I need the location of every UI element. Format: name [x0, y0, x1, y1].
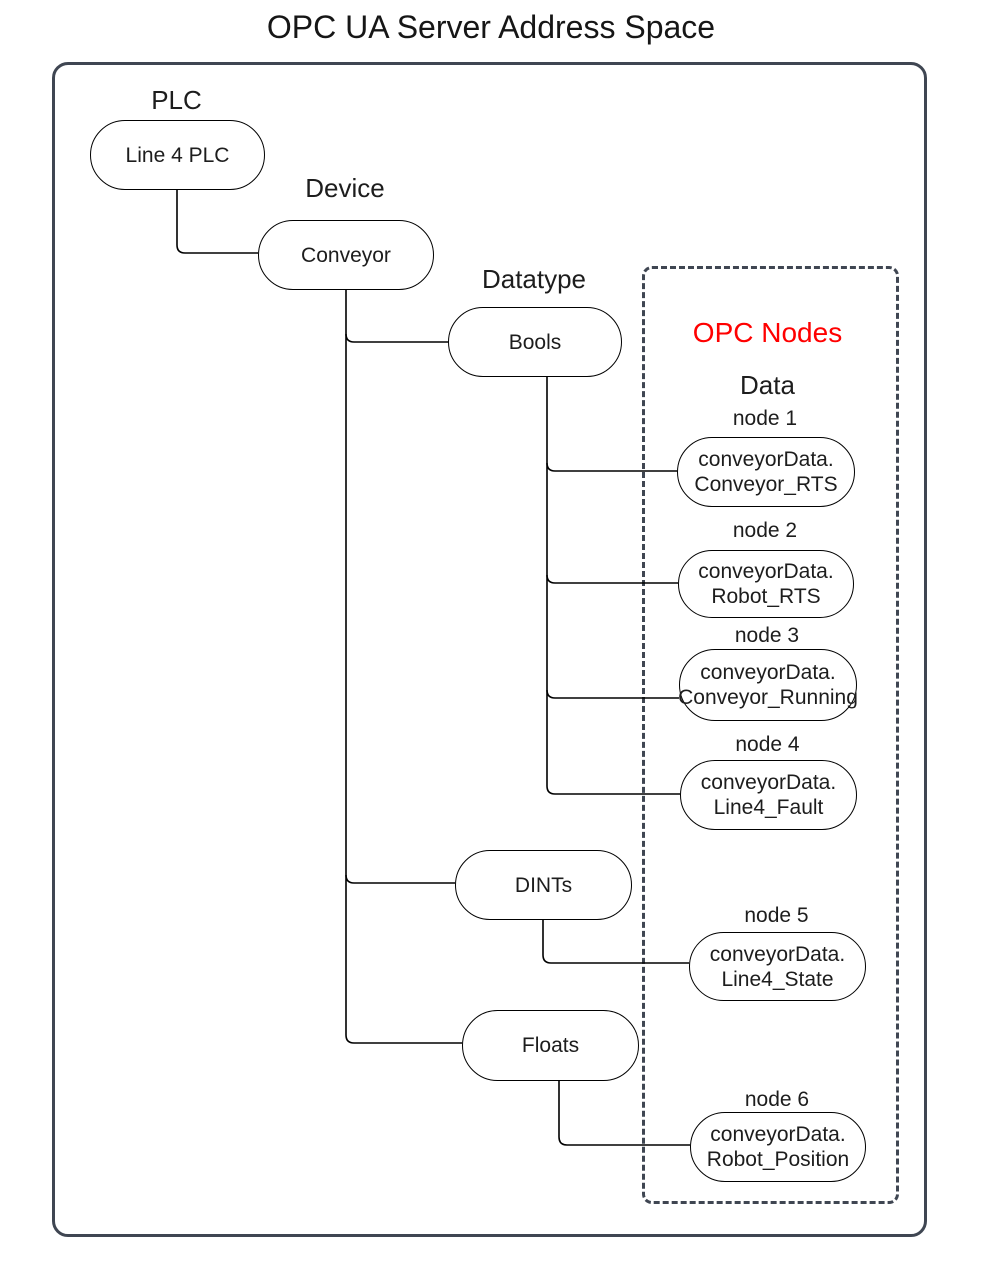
datatype-pill-bools: Bools [448, 307, 622, 377]
node3-text-line2: Conveyor_Running [678, 686, 858, 709]
connector-floats-to-node6 [558, 1079, 690, 1146]
plc-node-pill: Line 4 PLC [90, 120, 265, 190]
connector-branch-node2 [546, 574, 678, 584]
opc-nodes-panel [642, 266, 899, 1204]
node2-text-line2: Robot_RTS [711, 585, 821, 608]
connector-dints-to-node5 [542, 918, 689, 964]
opc-node1-pill: conveyorData. Conveyor_RTS [677, 437, 855, 507]
node4-label: node 4 [735, 733, 800, 756]
connector-branch-bools [345, 333, 448, 343]
node4-text-line2: Line4_Fault [713, 796, 824, 819]
connector-branch-dints [345, 874, 455, 884]
plc-node-text: Line 4 PLC [125, 143, 230, 167]
datatype-pill-dints: DINTs [455, 850, 632, 920]
node5-text-line2: Line4_State [721, 967, 834, 991]
node3-label: node 3 [734, 624, 800, 647]
node6-text-line2: Robot_Position [706, 1148, 850, 1171]
node1-text-line2: Conveyor_RTS [694, 473, 838, 496]
datatype-bools-text: Bools [508, 330, 562, 354]
device-node-pill: Conveyor [258, 220, 434, 290]
node1-label: node 1 [732, 407, 798, 430]
node4-text-line1: conveyorData. [700, 771, 837, 794]
node2-text-line1: conveyorData. [698, 560, 834, 583]
device-label: Device [305, 173, 385, 203]
opc-nodes-title: OPC Nodes [692, 317, 843, 348]
node5-text-line1: conveyorData. [709, 942, 846, 966]
datatype-floats-text: Floats [521, 1034, 580, 1057]
node2-label: node 2 [732, 519, 798, 542]
page-title: OPC UA Server Address Space [266, 9, 716, 45]
connector-conveyor-trunk [345, 288, 462, 1044]
node1-text-line1: conveyorData. [698, 448, 834, 471]
datatype-label: Datatype [481, 264, 587, 294]
plc-label: PLC [151, 85, 202, 115]
node6-text-line1: conveyorData. [710, 1123, 846, 1146]
datatype-pill-floats: Floats [462, 1010, 639, 1081]
opc-node4-pill: conveyorData. Line4_Fault [680, 760, 857, 830]
connector-bools-trunk [546, 375, 680, 795]
opc-node5-pill: conveyorData. Line4_State [689, 932, 866, 1001]
opc-node6-pill: conveyorData. Robot_Position [690, 1112, 866, 1182]
opc-node2-pill: conveyorData. Robot_RTS [678, 550, 854, 618]
data-label: Data [740, 370, 795, 400]
device-node-text: Conveyor [301, 243, 391, 267]
connector-plc-to-conveyor [176, 189, 258, 254]
address-space-frame [52, 62, 927, 1237]
node6-label: node 6 [744, 1088, 810, 1111]
datatype-dints-text: DINTs [514, 873, 573, 897]
connector-branch-node3 [546, 689, 679, 699]
node3-text-line1: conveyorData. [700, 661, 836, 684]
opc-node3-pill: conveyorData. Conveyor_Running [678, 649, 858, 721]
connector-branch-node1 [546, 462, 677, 472]
node5-label: node 5 [744, 904, 809, 927]
